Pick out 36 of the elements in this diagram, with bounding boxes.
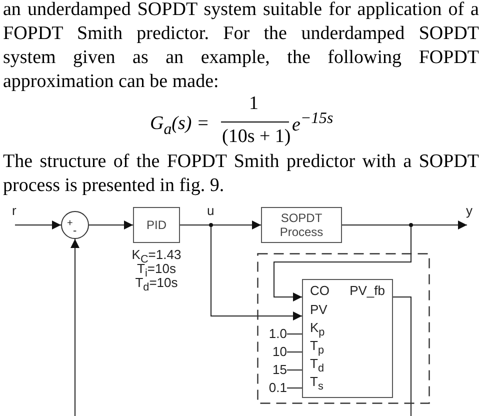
equation-lhs: G$_{a}$(s) =	[150, 113, 210, 139]
summing-junction	[61, 211, 89, 239]
smith-predictor-block	[302, 279, 393, 398]
dashed-group-box	[257, 253, 430, 404]
parameter-value: 0.1	[259, 380, 287, 396]
parameter-value: 15	[259, 362, 287, 378]
block-label: SOPDT Process	[278, 211, 324, 239]
paragraph: an underdamped SOPDT system suitable for application of a FOPDT Smith predictor. For the underdamped SOPDT system given as an example, the following FOPDT approximation can be made:	[3, 0, 479, 94]
port-label: K$_{p}$	[310, 321, 325, 340]
connector-line	[392, 296, 412, 416]
port-label: T$_{d}$	[310, 357, 324, 376]
edge-label: r	[12, 203, 16, 218]
equation-exponential: e$^{−15s}$	[292, 110, 334, 136]
port-label: PV	[310, 303, 328, 317]
port-label: T$_{s}$	[310, 375, 324, 394]
controller-block	[133, 207, 180, 243]
process-block	[261, 207, 342, 243]
paragraph: The structure of the FOPDT Smith predictor with a SOPDT process is presented in fig. 9.	[3, 150, 479, 198]
parameter-value: 1.0	[259, 326, 287, 342]
plus-sign: +	[67, 217, 73, 231]
equation-denominator: (10s + 1)	[222, 126, 291, 148]
parameter-value: 10	[259, 344, 287, 360]
arrow	[14, 220, 62, 230]
block-label: PID	[146, 218, 166, 232]
equation-numerator: 1	[249, 93, 258, 115]
arrow	[88, 220, 134, 230]
port-label: T$_{p}$	[310, 339, 324, 358]
port-label: PV_fb	[350, 284, 385, 298]
edge-label: u	[207, 203, 214, 218]
port-label: CO	[310, 284, 330, 298]
arrow	[274, 224, 412, 302]
minus-sign: -	[73, 224, 77, 238]
parameter-note: T$_{d}$=10s	[134, 276, 179, 295]
arrow	[70, 238, 80, 416]
arrow	[180, 224, 302, 320]
edge-label: y	[466, 203, 472, 218]
